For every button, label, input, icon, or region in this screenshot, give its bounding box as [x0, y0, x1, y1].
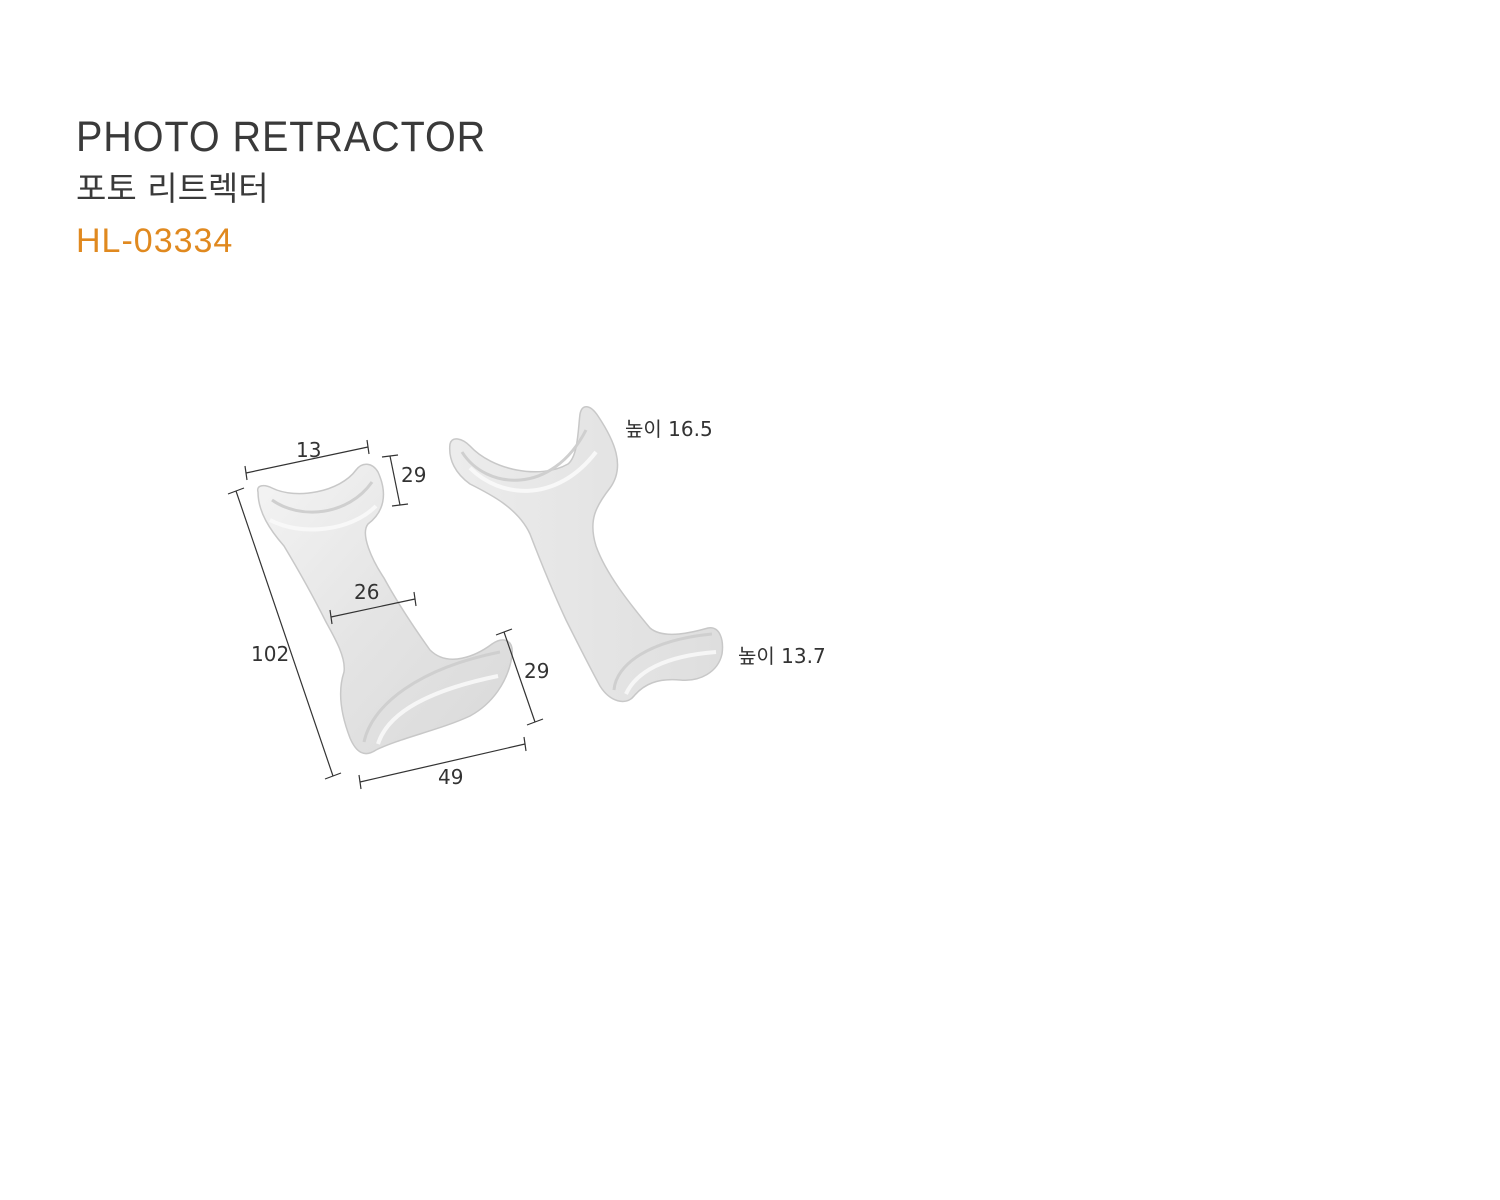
retractor-left-image — [256, 463, 513, 755]
dim-height-large: 높이 16.5 — [625, 417, 713, 441]
dim-top-depth: 29 — [401, 463, 426, 487]
dim-length: 102 — [251, 642, 289, 666]
product-code: HL-03334 — [76, 222, 234, 260]
dim-middle-width: 26 — [354, 580, 379, 604]
product-title-en: PHOTO RETRACTOR — [76, 113, 487, 161]
dim-top-width: 13 — [296, 438, 321, 462]
dim-bottom-width: 49 — [438, 765, 463, 789]
dim-bottom-depth: 29 — [524, 659, 549, 683]
dimension-lines — [227, 439, 544, 790]
dim-height-small: 높이 13.7 — [738, 644, 826, 668]
retractor-right-image — [448, 406, 724, 703]
product-title-ko: 포토 리트렉터 — [76, 169, 269, 208]
